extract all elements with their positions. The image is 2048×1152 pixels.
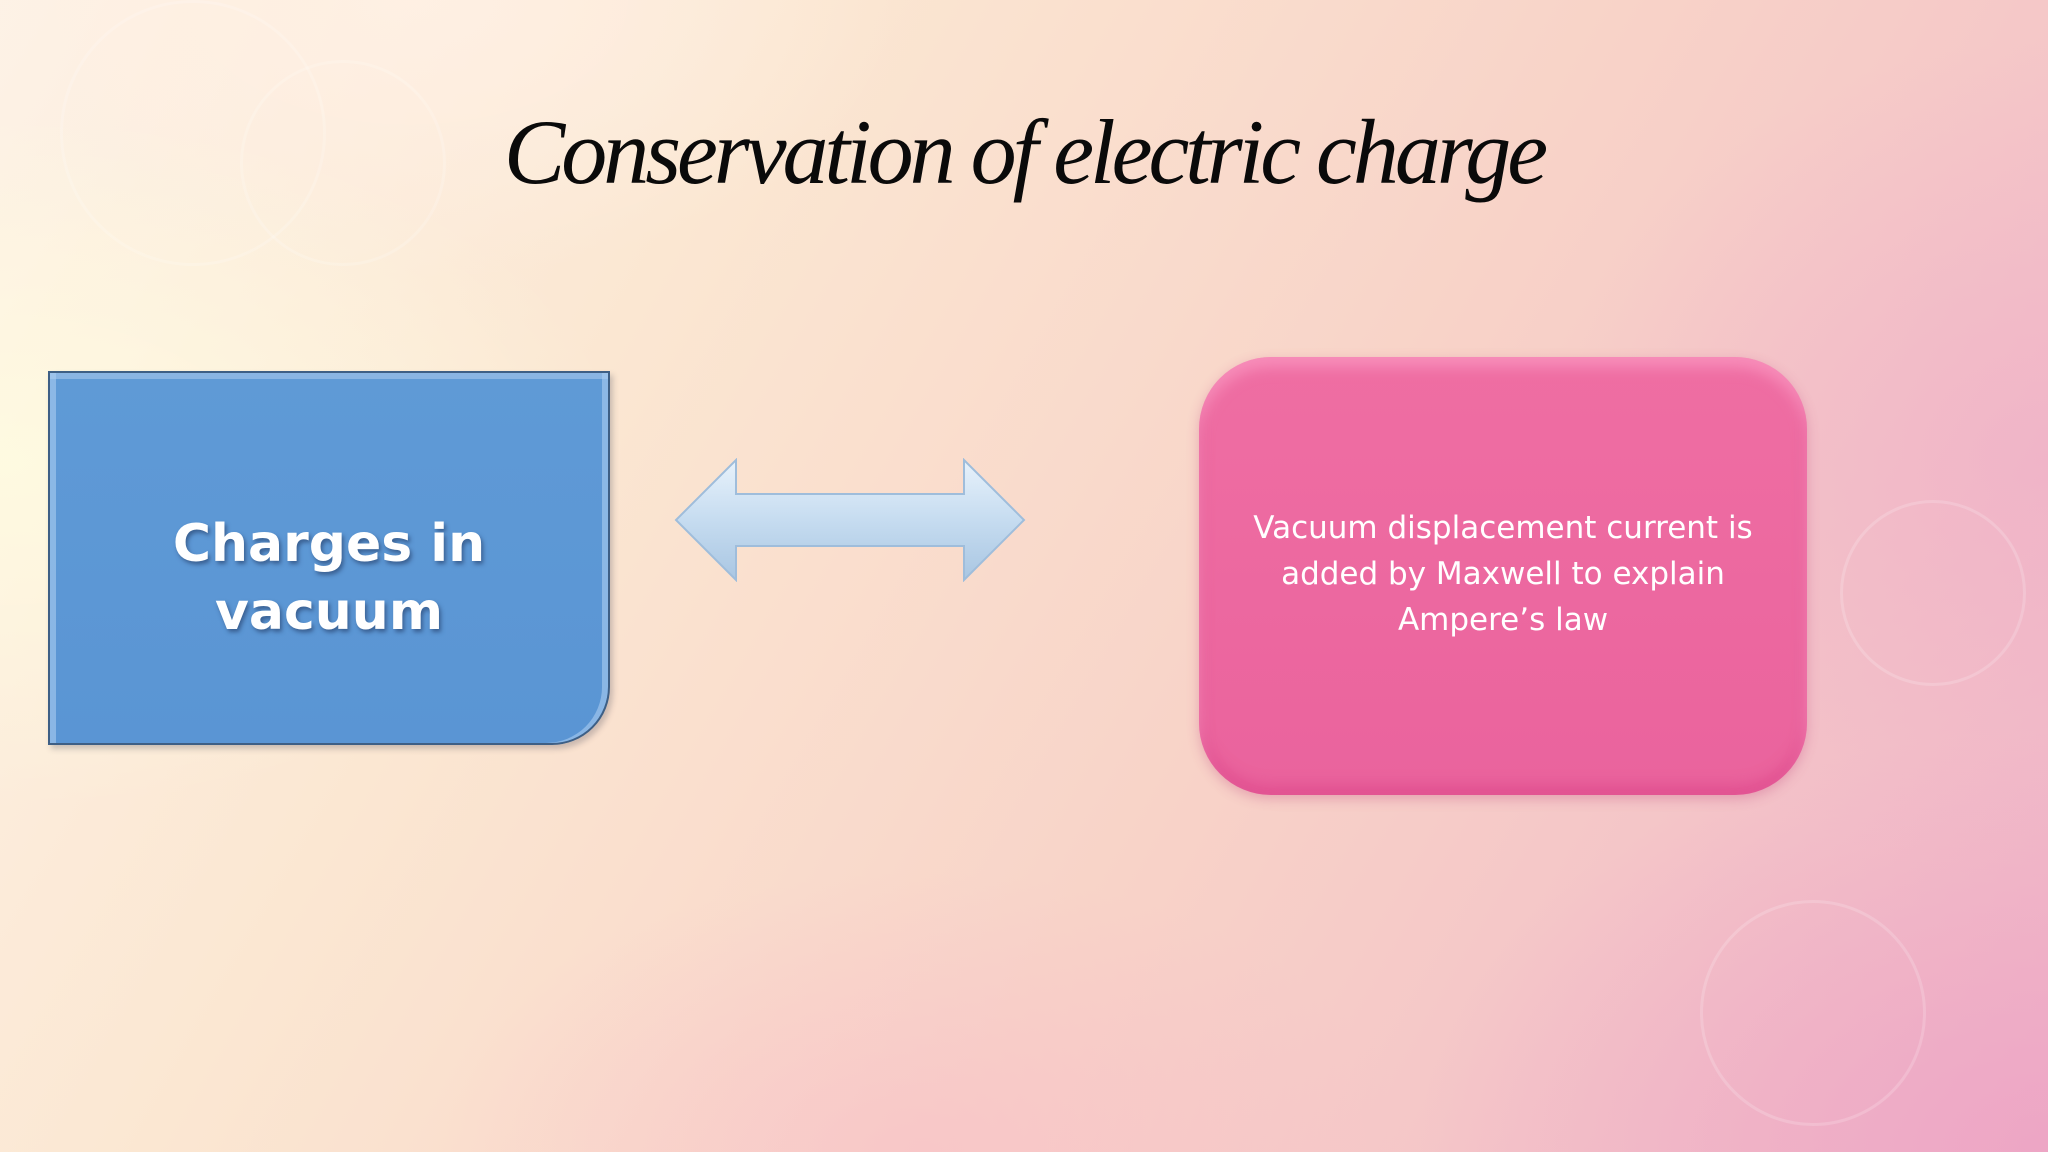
displacement-current-label: Vacuum displacement current is added by … [1253,510,1753,638]
charges-in-vacuum-box: Charges in vacuum [48,371,610,745]
displacement-current-box: Vacuum displacement current is added by … [1199,357,1807,795]
charges-in-vacuum-label: Charges in vacuum [172,514,486,642]
slide-title: Conservation of electric charge [503,101,1548,203]
background-swirl-decoration [1840,500,2026,686]
background-swirl-decoration [1700,900,1926,1126]
double-headed-arrow-icon [674,458,1026,582]
arrow-shape [674,458,1026,582]
